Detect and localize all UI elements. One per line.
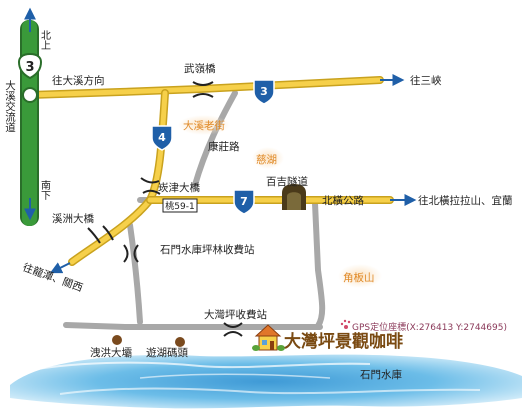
- to-longtan-label: 往龍潭、關西: [21, 261, 85, 295]
- freeway: [20, 20, 39, 226]
- jiaobanshan-label: 角板山: [343, 271, 375, 284]
- reservoir-area: [10, 354, 522, 409]
- north-cross-road-label: 北橫公路: [322, 194, 364, 207]
- destination-name: 大灣坪景觀咖啡: [284, 331, 403, 352]
- route-3-number: 3: [260, 85, 268, 98]
- baiji-tunnel-label: 百吉隧道: [266, 175, 308, 188]
- interchange-label: 大溪交流道: [4, 79, 16, 132]
- to-sanxia-label: 往三峽: [410, 74, 442, 87]
- destination-house-icon: [252, 324, 285, 351]
- reservoir-label: 石門水庫: [360, 368, 402, 381]
- gps-paw-icon: [340, 319, 351, 329]
- route-4-shield-icon: 4: [151, 125, 173, 151]
- south-label: 南下: [39, 179, 51, 201]
- route-7-number: 7: [240, 195, 248, 208]
- freeway-shield-number: 3: [25, 60, 34, 75]
- direction-arrows: [49, 74, 417, 274]
- cijin-bridge-label: 崁津大橋: [158, 181, 200, 194]
- cihu-label: 慈湖: [256, 153, 277, 166]
- spillway-label: 洩洪大壩: [90, 346, 132, 359]
- wuling-bridge-label: 武嶺橋: [184, 62, 216, 75]
- route-59-1-label: 桃59-1: [165, 200, 194, 212]
- daxi-old-street-label: 大溪老街: [183, 119, 225, 132]
- pier-marker-icon: [175, 337, 185, 347]
- gps-coordinates: GPS定位座標(X:276413 Y:2744695): [352, 321, 507, 333]
- lake-pier-label: 遊湖碼頭: [146, 346, 188, 359]
- xizhou-bridge-label: 溪洲大橋: [52, 212, 94, 225]
- spillway-marker-icon: [112, 335, 122, 345]
- pinglin-toll-label: 石門水庫坪林收費站: [160, 243, 255, 256]
- main-roads: [26, 76, 394, 266]
- north-label: 北上: [39, 30, 51, 50]
- to-daxi-label: 往大溪方向: [52, 74, 105, 87]
- kangzhuang-road-label: 康莊路: [208, 140, 240, 153]
- route-3-shield-icon: 3: [253, 79, 275, 105]
- tunnel-icon: [282, 184, 306, 210]
- bridge-icons: [87, 81, 243, 337]
- freeway-3-shield-icon: 3: [17, 52, 43, 80]
- route-7-shield-icon: 7: [233, 189, 255, 215]
- route-4-number: 4: [158, 131, 166, 144]
- dawanping-toll-label: 大灣坪收費站: [204, 308, 267, 321]
- route-59-1-sign: 桃59-1: [162, 198, 198, 213]
- to-north-cross-label: 往北橫拉拉山、宜蘭: [418, 194, 513, 207]
- landmark-glows: [178, 115, 382, 288]
